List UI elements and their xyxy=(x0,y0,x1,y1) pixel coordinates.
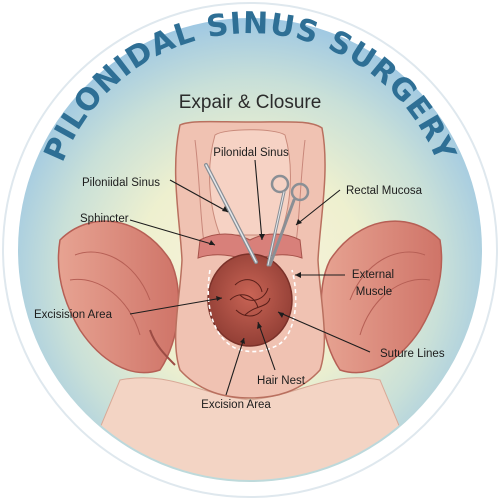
right-gluteal-muscle xyxy=(320,220,443,374)
label-hair-nest: Hair Nest xyxy=(257,375,306,387)
label-rectal-mucosa: Rectal Mucosa xyxy=(346,185,423,197)
label-external-muscle-line1: External xyxy=(352,269,394,281)
diagram-subtitle: Expair & Closure xyxy=(179,92,322,113)
label-piloniidal-sinus-left: Piloniidal Sinus xyxy=(82,177,160,189)
label-external-muscle-line2: Muscle xyxy=(356,286,392,298)
suture-line xyxy=(207,269,297,353)
surgical-scissors xyxy=(266,174,310,267)
label-sphincter: Sphincter xyxy=(80,213,129,225)
hair-nest xyxy=(229,279,271,317)
left-gluteal-muscle xyxy=(57,220,180,374)
leader-lines xyxy=(129,159,371,396)
label-excision-area-left: Excisision Area xyxy=(34,309,113,321)
label-pilonidal-sinus-top: Pilonidal Sinus xyxy=(213,147,289,159)
surgical-probe xyxy=(204,163,258,264)
label-suture-lines: Suture Lines xyxy=(380,348,445,360)
label-excision-area-bottom: Excision Area xyxy=(201,399,271,411)
